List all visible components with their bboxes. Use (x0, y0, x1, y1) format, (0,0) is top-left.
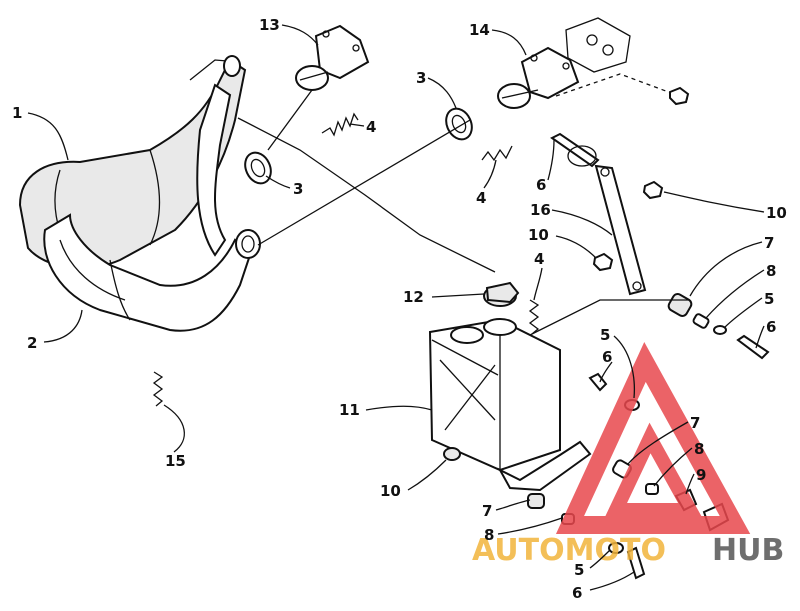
muffler-nut (443, 447, 461, 461)
washer-lower (608, 542, 624, 554)
callout-label: 14 (469, 21, 490, 39)
expansion-chamber-upper (18, 55, 247, 270)
exhaust-manifold-left (295, 24, 370, 91)
callout-8-mid: 8 (653, 440, 704, 487)
callout-label: 6 (572, 584, 582, 602)
callout-12: 12 (403, 288, 485, 306)
bolt-lower (626, 546, 646, 580)
callout-label: 10 (380, 482, 401, 500)
callout-label: 3 (416, 69, 426, 87)
callout-label: 10 (766, 204, 787, 222)
callout-11: 11 (339, 401, 433, 419)
callout-15: 15 (163, 404, 186, 470)
bushing-right-top (692, 313, 710, 329)
callout-label: 10 (528, 226, 549, 244)
nut-upper-right (669, 86, 690, 106)
callout-label: 3 (293, 180, 303, 198)
callout-5-lower: 5 (574, 549, 611, 579)
spring-lower-left (152, 371, 164, 407)
callout-6-top: 6 (536, 139, 555, 194)
callout-9: 9 (685, 466, 706, 495)
washer-right-top (713, 325, 727, 335)
callout-14: 14 (469, 21, 527, 56)
callout-4-top: 4 (349, 118, 376, 136)
seal-ring-center (445, 107, 473, 141)
callout-label: 6 (536, 176, 546, 194)
bracket-nut-top (642, 180, 664, 200)
callout-10-top-right: 10 (663, 191, 787, 222)
callout-label: 1 (12, 104, 22, 122)
callout-3-center: 3 (416, 69, 457, 109)
seal-ring-left (244, 151, 272, 185)
callout-label: 7 (764, 234, 774, 252)
callout-label: 5 (600, 326, 610, 344)
callout-label: 4 (476, 189, 486, 207)
callout-1: 1 (12, 104, 69, 161)
manifold-gasket (555, 17, 691, 101)
bolt-right-mid (588, 372, 608, 392)
callout-label: 13 (259, 16, 280, 34)
callout-10-mid: 10 (528, 226, 597, 259)
callout-16: 16 (530, 201, 613, 236)
grommet-lower (527, 493, 545, 509)
callout-13: 13 (259, 16, 319, 46)
callout-4-center: 4 (476, 159, 497, 207)
callout-2: 2 (27, 309, 83, 352)
mounting-bracket (594, 164, 647, 296)
bracket-washer-top (567, 145, 597, 167)
watermark-text-right: HUB (712, 533, 784, 568)
expansion-chamber-lower (43, 83, 261, 332)
callout-3-left: 3 (265, 175, 303, 198)
muffler-bracket-lower (497, 440, 592, 492)
callout-label: 12 (403, 288, 424, 306)
callout-label: 6 (766, 318, 776, 336)
callout-label: 4 (366, 118, 376, 136)
callout-8-top: 8 (705, 262, 776, 319)
callout-label: 16 (530, 201, 551, 219)
callout-6-mid: 6 (599, 348, 613, 383)
callout-label: 5 (764, 290, 774, 308)
callout-5-mid: 5 (600, 326, 636, 399)
callout-label: 5 (574, 561, 584, 579)
spring-right (528, 299, 540, 335)
watermark-triangle-icon (555, 342, 751, 534)
grommet-right-top (667, 293, 693, 317)
bracket-bolt-top (550, 132, 600, 168)
callout-label: 2 (27, 334, 37, 352)
callout-4-right: 4 (533, 250, 544, 301)
callout-label: 8 (484, 526, 494, 544)
bracket-nut-mid (592, 252, 614, 272)
watermark-triangle-inner-icon (604, 422, 702, 517)
muffler (428, 285, 561, 472)
spring-center (481, 145, 513, 162)
callout-5-top: 5 (723, 290, 774, 329)
muffler-grommet (485, 281, 520, 304)
callout-7-mid: 7 (627, 414, 700, 465)
callout-label: 9 (696, 466, 706, 484)
callout-label: 8 (766, 262, 776, 280)
callout-6-right: 6 (755, 318, 776, 349)
callout-label: 6 (602, 348, 612, 366)
callout-label: 7 (690, 414, 700, 432)
callout-label: 15 (165, 452, 186, 470)
spring-upper-center (321, 112, 359, 137)
callout-7-top: 7 (689, 234, 774, 297)
callout-7-lower: 7 (482, 499, 531, 520)
bolt-right-top (736, 334, 770, 360)
bushing-right-mid (645, 483, 659, 495)
exhaust-manifold-right (497, 46, 580, 109)
callout-label: 4 (534, 250, 544, 268)
callout-label: 7 (482, 502, 492, 520)
callout-10-lower: 10 (380, 459, 447, 500)
callout-label: 8 (694, 440, 704, 458)
watermark-logo: AUTOMOTO HUB (472, 342, 784, 568)
callout-label: 11 (339, 401, 360, 419)
callout-6-lower: 6 (572, 571, 635, 602)
callout-8-lower: 8 (484, 517, 563, 544)
watermark-text-left: AUTOMOTO (472, 533, 666, 568)
